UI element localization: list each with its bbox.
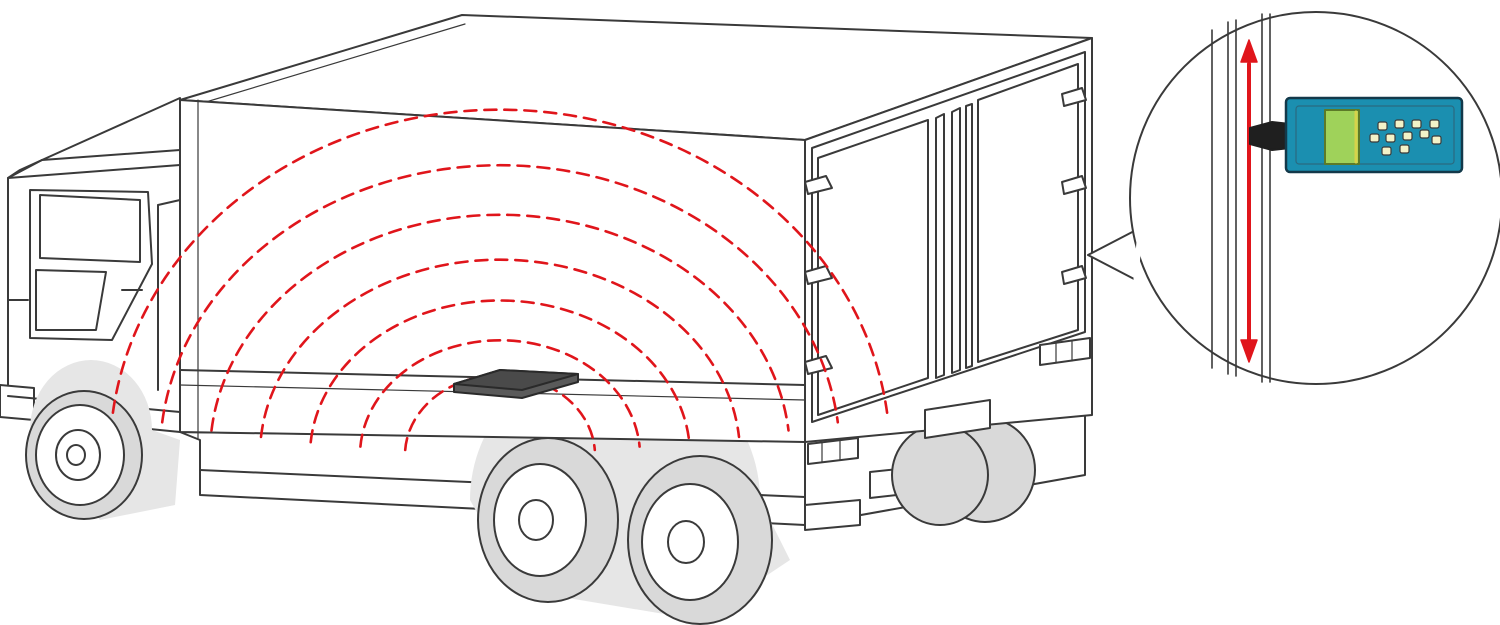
truck-cab (0, 97, 181, 433)
vertical-double-arrow-icon (1240, 39, 1258, 363)
receiver-screen (1324, 109, 1360, 165)
radio-wave-icon (309, 299, 691, 444)
cargo-box (179, 14, 1093, 465)
radio-wave-icon (210, 213, 790, 432)
cab-step (0, 384, 35, 421)
callout-magnifier (1087, 11, 1500, 385)
sensor-pad-icon (453, 369, 579, 399)
cab-door (29, 189, 153, 341)
rear-door-frame (811, 51, 1086, 423)
radio-wave-icon (259, 258, 741, 439)
radio-wave-icon (160, 164, 840, 424)
handheld-receiver-icon (1249, 96, 1464, 174)
cab-window (39, 194, 141, 263)
license-plate (924, 399, 991, 439)
rear-wheels-far (891, 417, 1036, 526)
rear-door-right (977, 63, 1079, 363)
callout-door-edges (1211, 13, 1271, 383)
tail-lights (807, 337, 1091, 465)
rear-door-left (817, 119, 929, 416)
receiver-buttons (1369, 119, 1442, 156)
radio-wave-icon (111, 108, 889, 414)
cargo-rear (804, 37, 1093, 443)
front-wheel (25, 359, 180, 520)
radio-wave-icon (359, 339, 641, 448)
